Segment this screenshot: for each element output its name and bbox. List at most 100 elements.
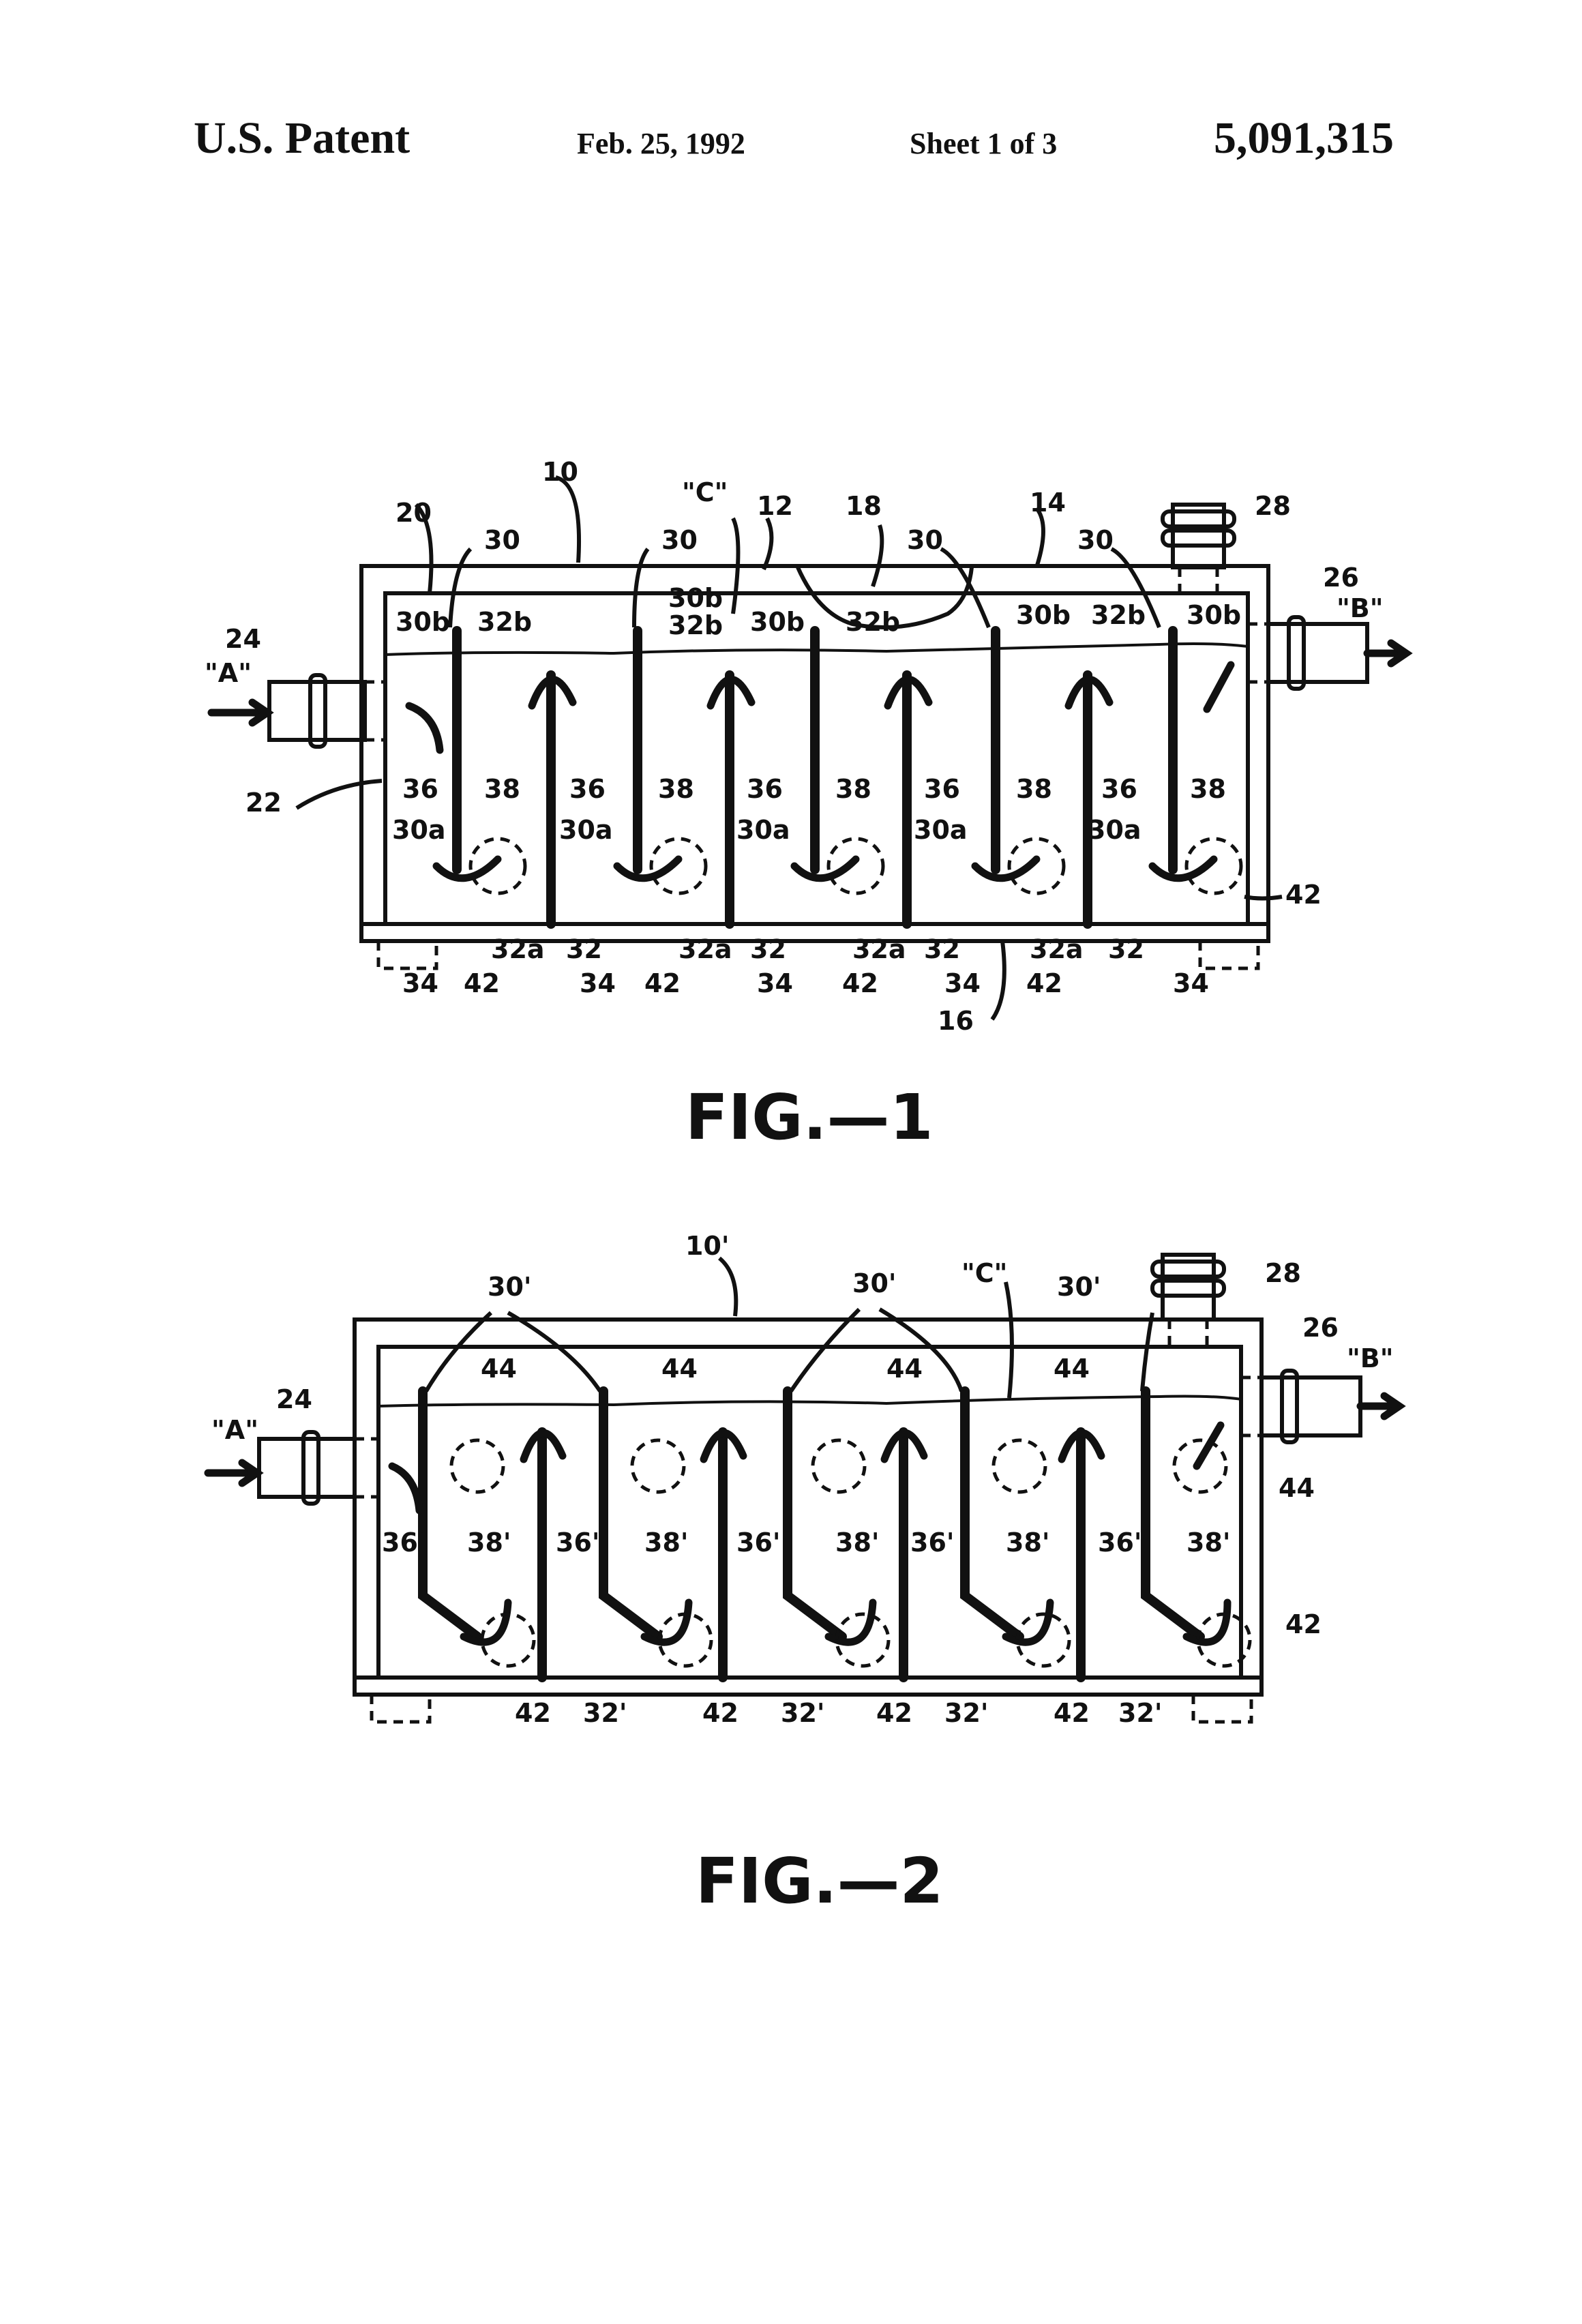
fig1-label-10: 10 <box>542 457 578 487</box>
fig2-label-36p: 36' <box>736 1528 781 1558</box>
fig2-diagram: 10' 28 26 "B" 30' 30' "C" 30' 24 "A" 44 … <box>204 1231 1406 1918</box>
fig1-label-32: 32 <box>924 934 960 964</box>
fig1-label-34: 34 <box>402 968 438 998</box>
fig2-label-B: "B" <box>1347 1343 1394 1373</box>
fig2-label-38p: 38' <box>644 1528 689 1558</box>
fig2-label-24: 24 <box>276 1384 312 1414</box>
fig1-label-30a: 30a <box>392 815 446 845</box>
fig2-label-42: 42 <box>515 1698 551 1728</box>
fig2-inlet-pipe <box>257 1437 357 1499</box>
fig1-label-30a: 30a <box>559 815 613 845</box>
fig2-label-C: "C" <box>961 1258 1007 1288</box>
fig1-label-34: 34 <box>757 968 793 998</box>
fig1-label-32b: 32b <box>668 610 723 640</box>
fig1-label-30a: 30a <box>736 815 790 845</box>
fig2-outer-tank <box>353 1317 1264 1697</box>
fig2-label-42: 42 <box>1054 1698 1090 1728</box>
fig1-label-30a: 30a <box>1088 815 1141 845</box>
fig1-outer-tank <box>359 564 1270 943</box>
fig1-diagram: 10 "C" 12 18 14 28 20 30 30 30 30 26 "B"… <box>205 457 1413 1154</box>
fig1-label-30b: 30b <box>395 607 450 637</box>
fig2-label-32p: 32' <box>944 1698 989 1728</box>
fig1-label-32a: 32a <box>852 934 906 964</box>
fig1-label-34: 34 <box>944 968 981 998</box>
fig2-label-30p: 30' <box>1057 1272 1101 1302</box>
fig1-label-32: 32 <box>1108 934 1144 964</box>
fig2-label-32p: 32' <box>1118 1698 1163 1728</box>
fig1-label-22: 22 <box>245 788 282 818</box>
fig2-label-A: "A" <box>211 1415 258 1445</box>
fig1-label-42: 42 <box>842 968 878 998</box>
fig1-ports-42 <box>468 837 1243 895</box>
fig2-labels: 10' 28 26 "B" 30' 30' "C" 30' 24 "A" 44 … <box>211 1231 1394 1728</box>
fig1-label-38: 38 <box>1190 774 1226 804</box>
fig2-label-42: 42 <box>1285 1609 1322 1639</box>
fig1-label-30a: 30a <box>914 815 968 845</box>
fig1-label-42: 42 <box>644 968 681 998</box>
fig2-label-44: 44 <box>481 1354 517 1384</box>
fig1-label-36: 36 <box>569 774 606 804</box>
fig2-label-38p: 38' <box>1006 1528 1050 1558</box>
fig1-label-28: 28 <box>1255 491 1291 521</box>
fig1-label-32a: 32a <box>491 934 545 964</box>
fig1-label-32: 32 <box>750 934 786 964</box>
fig1-label-16: 16 <box>938 1006 974 1036</box>
fig2-label-38p: 38' <box>467 1528 511 1558</box>
fig1-leader-lines <box>295 475 1283 1021</box>
fig2-label-32p: 32' <box>583 1698 627 1728</box>
fig1-label-36: 36 <box>747 774 783 804</box>
fig2-vent-pipe <box>1161 1253 1216 1322</box>
fig2-label-44: 44 <box>886 1354 923 1384</box>
fig1-label-30b: 30b <box>668 583 723 613</box>
fig1-flow-arrows <box>405 661 1235 882</box>
patent-number: 5,091,315 <box>1214 113 1394 163</box>
patent-date: Feb. 25, 1992 <box>577 127 745 160</box>
fig1-label-38: 38 <box>1016 774 1052 804</box>
fig1-label-A: "A" <box>205 658 252 688</box>
fig1-label-42: 42 <box>1026 968 1062 998</box>
fig1-label-42: 42 <box>464 968 500 998</box>
fig2-angled-baffles <box>418 1386 1205 1641</box>
fig1-label-38: 38 <box>658 774 694 804</box>
fig1-label-34: 34 <box>1173 968 1209 998</box>
fig1-label-30b: 30b <box>1186 600 1241 630</box>
fig2-label-10p: 10' <box>685 1231 730 1261</box>
fig1-label-30: 30 <box>907 525 943 555</box>
fig2-outlet-pipe <box>1259 1375 1362 1437</box>
fig1-label-32a: 32a <box>678 934 732 964</box>
fig1-water-line <box>385 642 1249 656</box>
fig1-label-24: 24 <box>225 624 261 654</box>
fig1-label-36: 36 <box>402 774 438 804</box>
fig1-label-42: 42 <box>1285 880 1322 910</box>
fig1-label-14: 14 <box>1030 488 1066 518</box>
fig1-label-20: 20 <box>395 498 432 528</box>
fig1-label-30: 30 <box>484 525 520 555</box>
sheet-number: Sheet 1 of 3 <box>910 127 1058 160</box>
fig1-label-30: 30 <box>1077 525 1114 555</box>
fig2-ports <box>449 1438 1252 1668</box>
fig2-title: FIG.—2 <box>696 1845 944 1918</box>
fig1-label-32b: 32b <box>477 607 532 637</box>
fig2-label-38p: 38' <box>1186 1528 1231 1558</box>
fig1-inlet-pipe <box>267 680 367 742</box>
fig2-label-36p: 36' <box>382 1528 426 1558</box>
fig1-outlet-pipe <box>1266 622 1369 684</box>
fig1-label-18: 18 <box>846 491 882 521</box>
fig1-baffles <box>452 626 1178 929</box>
fig2-label-44: 44 <box>1054 1354 1090 1384</box>
fig2-label-36p: 36' <box>910 1528 955 1558</box>
fig1-label-32: 32 <box>566 934 602 964</box>
fig1-label-B: "B" <box>1337 593 1384 623</box>
fig2-label-36p: 36' <box>1098 1528 1142 1558</box>
fig2-label-32p: 32' <box>781 1698 825 1728</box>
fig2-label-30p: 30' <box>852 1268 897 1298</box>
fig1-label-32b: 32b <box>1091 600 1146 630</box>
fig2-label-30p: 30' <box>488 1272 532 1302</box>
fig1-label-30b: 30b <box>1016 600 1071 630</box>
fig1-labels: 10 "C" 12 18 14 28 20 30 30 30 30 26 "B"… <box>205 457 1384 1036</box>
fig1-label-26: 26 <box>1323 563 1359 593</box>
fig1-vent-pipe <box>1171 503 1226 569</box>
fig2-label-42: 42 <box>876 1698 912 1728</box>
fig1-label-36: 36 <box>924 774 960 804</box>
